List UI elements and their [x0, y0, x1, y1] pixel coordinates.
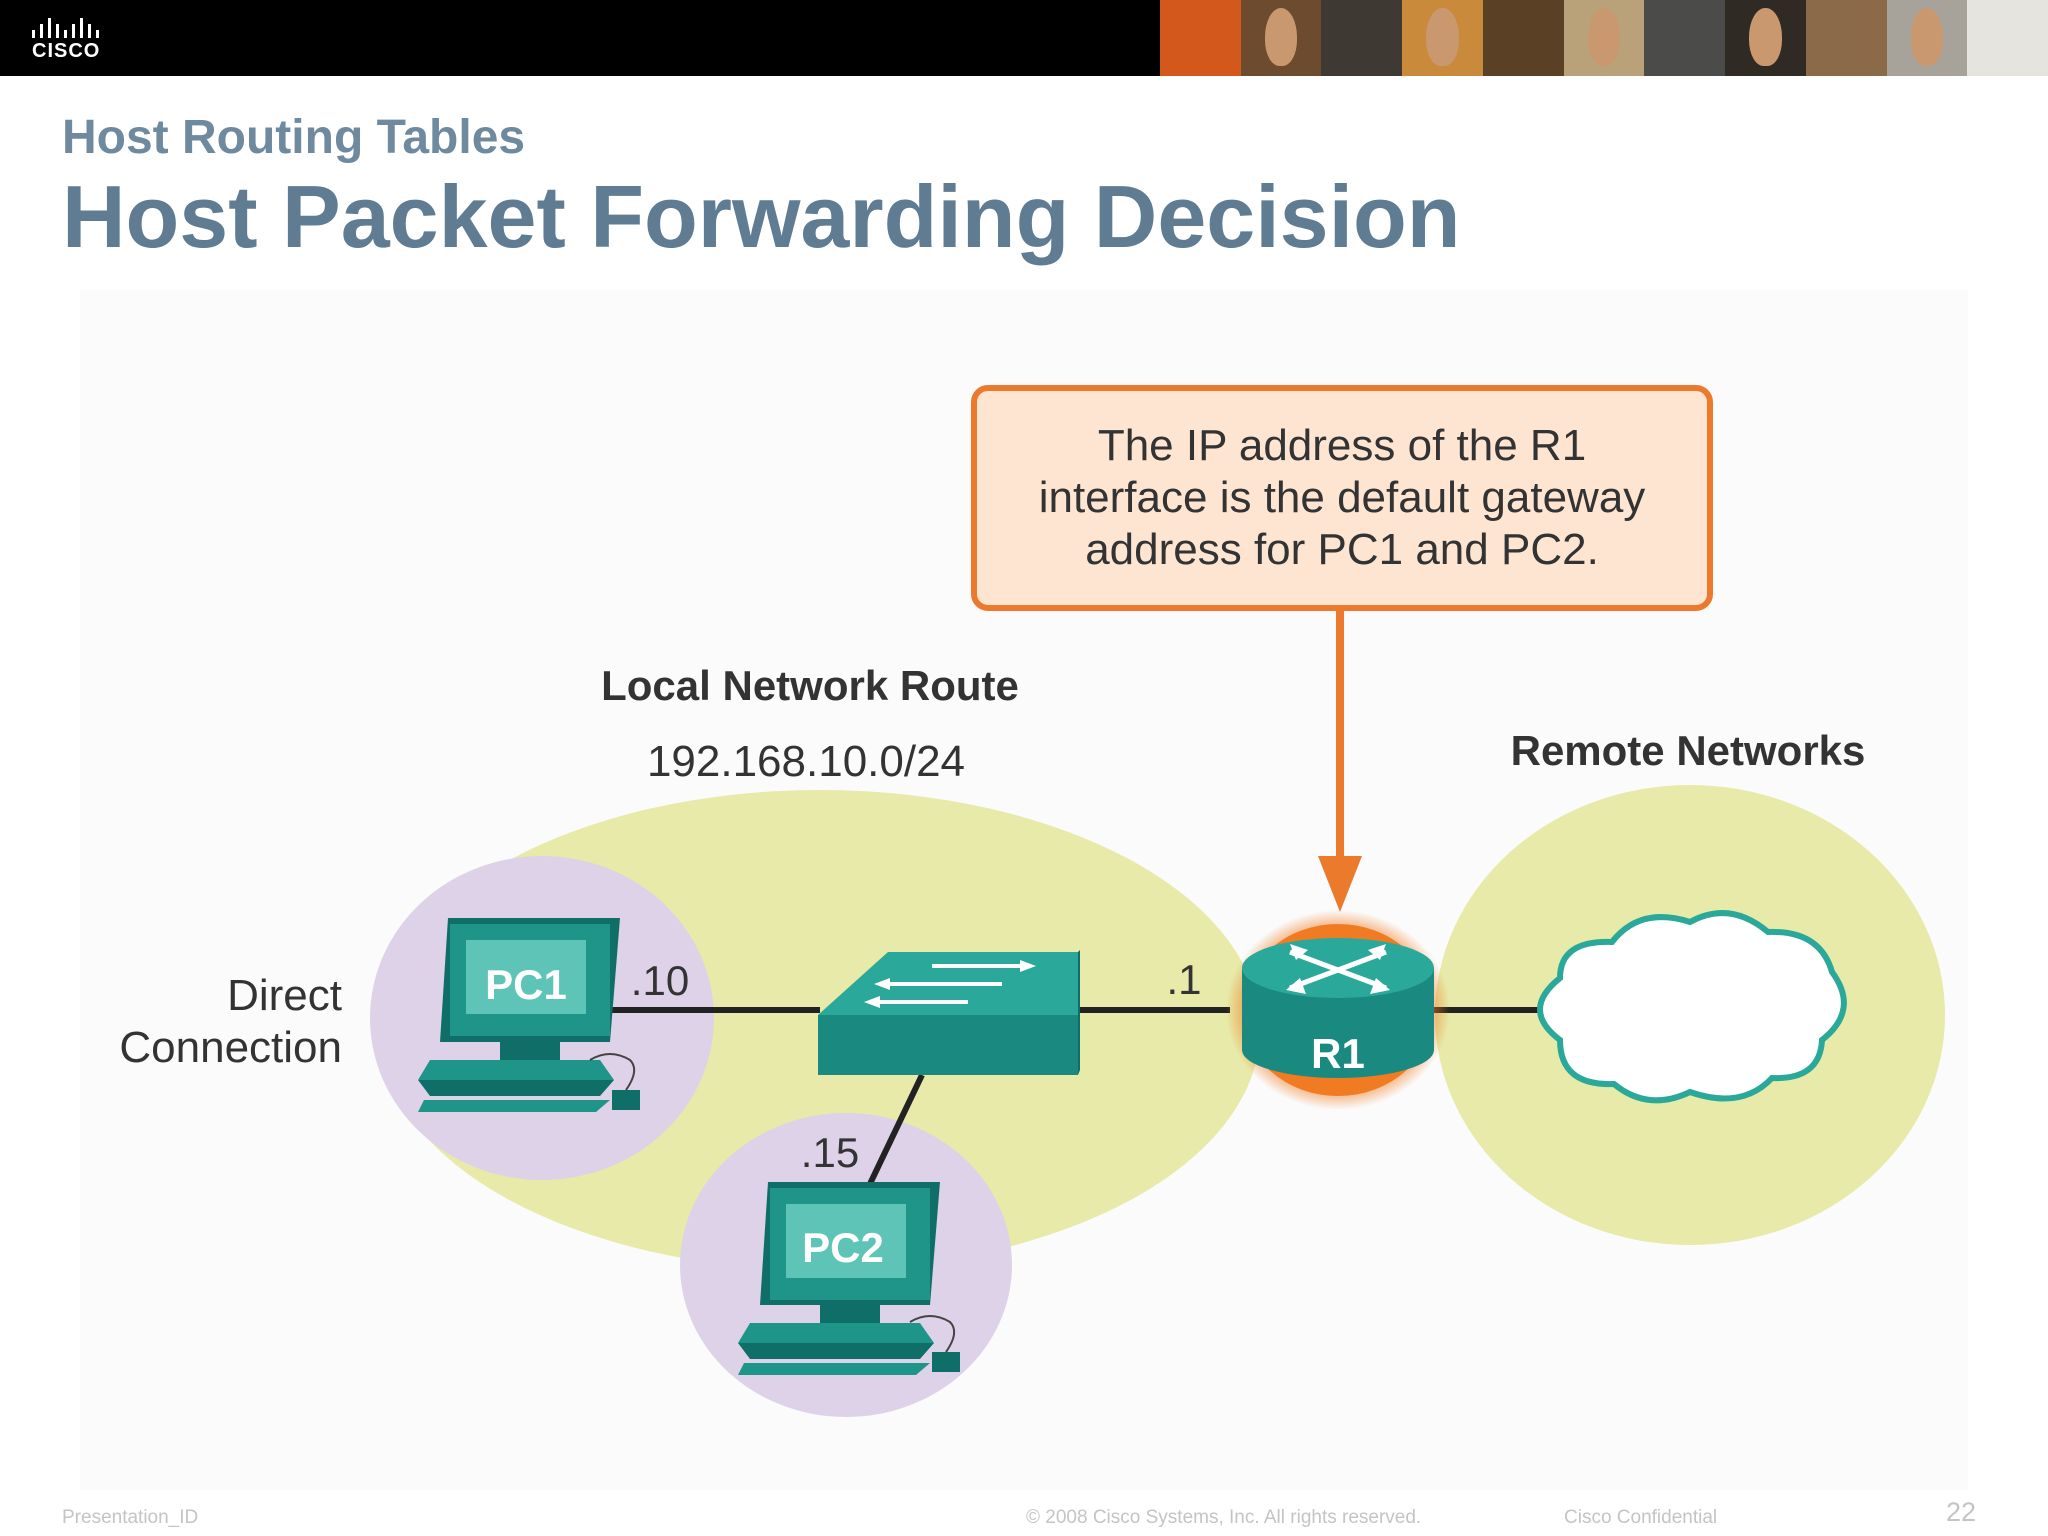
- local-network-label: Local Network Route: [601, 662, 1019, 709]
- callout-line-2: interface is the default gateway: [1039, 473, 1646, 522]
- header-photo-face: [1264, 8, 1298, 66]
- footer-confidential: Cisco Confidential: [1564, 1507, 1718, 1528]
- cisco-logo-text: CISCO: [32, 40, 101, 62]
- router-ip-label: .1: [1166, 956, 1201, 1003]
- callout-box: [971, 385, 1713, 611]
- footer-presentation-id: Presentation_ID: [62, 1507, 199, 1528]
- header-photo-tile: [1805, 0, 1887, 76]
- router-label: R1: [1311, 1030, 1365, 1077]
- slide-title: Host Packet Forwarding Decision: [62, 167, 1461, 266]
- link-switch-pc2: [865, 1073, 925, 1190]
- header-photo-tile: [1160, 0, 1241, 76]
- pc1-icon: [418, 918, 640, 1112]
- header-photo-tile: [1321, 0, 1403, 76]
- pc1-label: PC1: [485, 961, 567, 1008]
- pc2-icon: [738, 1182, 960, 1375]
- header-photo-tile: [1725, 0, 1806, 76]
- header-photo-tile: [1240, 0, 1322, 76]
- callout-line-1: The IP address of the R1: [1098, 421, 1586, 470]
- pc1-ip-label: .10: [631, 957, 689, 1004]
- header-photo-face: [1910, 8, 1944, 66]
- cloud-icon: [1537, 910, 1847, 1104]
- cisco-logo: CISCO: [30, 14, 120, 64]
- callout-arrow-head: [1318, 856, 1362, 912]
- direct-connection-line-2: Connection: [119, 1023, 342, 1072]
- footer-copyright: © 2008 Cisco Systems, Inc. All rights re…: [1026, 1507, 1422, 1528]
- router-icon: [1226, 910, 1450, 1110]
- callout-line-3: address for PC1 and PC2.: [1085, 525, 1599, 574]
- slide-subtitle: Host Routing Tables: [62, 111, 526, 164]
- switch-icon: [818, 950, 1080, 1075]
- header-photo-tile: [1402, 0, 1483, 76]
- header-photo-face: [1426, 8, 1459, 66]
- remote-networks-label: Remote Networks: [1511, 727, 1866, 774]
- header-photo-tile: [1563, 0, 1645, 76]
- header-photo-tile: [1644, 0, 1726, 76]
- header-photo-strip: [1160, 0, 2048, 76]
- pc2-ip-label: .15: [801, 1129, 859, 1176]
- header-photo-face: [1749, 8, 1782, 66]
- header-photo-tile: [1967, 0, 2048, 76]
- header-photo-tile: [1886, 0, 1968, 76]
- cisco-bars-icon: [32, 18, 99, 38]
- pc2-label: PC2: [802, 1224, 884, 1271]
- page-number: 22: [1946, 1497, 1977, 1527]
- direct-connection-line-1: Direct: [227, 971, 342, 1020]
- local-network-address: 192.168.10.0/24: [647, 737, 965, 786]
- header-photo-face: [1587, 8, 1621, 66]
- header-bar: CISCO: [0, 0, 2048, 76]
- header-photo-tile: [1482, 0, 1564, 76]
